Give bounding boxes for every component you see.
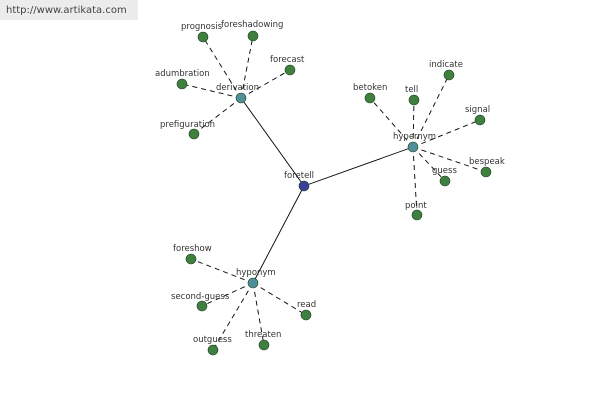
label-prognosis[interactable]: prognosis — [181, 22, 223, 32]
edge-hypernym-signal — [412, 119, 481, 148]
label-indicate[interactable]: indicate — [429, 60, 463, 70]
label-signal[interactable]: signal — [465, 105, 490, 115]
node-adumbration[interactable] — [176, 78, 188, 90]
edge-foretell-derivation — [240, 97, 305, 187]
edge-hypernym-indicate — [412, 74, 450, 148]
node-indicate[interactable] — [443, 69, 455, 81]
label-betoken[interactable]: betoken — [353, 83, 387, 93]
node-bespeak[interactable] — [480, 166, 492, 178]
node-hyponym[interactable] — [247, 277, 259, 289]
label-threaten[interactable]: threaten — [245, 330, 281, 340]
node-derivation[interactable] — [235, 92, 247, 104]
node-threaten[interactable] — [258, 339, 270, 351]
node-foreshadowing[interactable] — [247, 30, 259, 42]
nodes-layer — [176, 30, 492, 356]
edge-hypernym-guess — [412, 146, 446, 182]
edges-layer — [181, 35, 487, 351]
node-betoken[interactable] — [364, 92, 376, 104]
label-foretell[interactable]: foretell — [284, 171, 314, 181]
label-bespeak[interactable]: bespeak — [469, 157, 505, 167]
edge-derivation-adumbration — [181, 83, 242, 99]
edge-foretell-hyponym — [252, 185, 305, 284]
edge-derivation-prefiguration — [193, 97, 242, 135]
edge-hyponym-outguess — [212, 282, 254, 351]
node-outguess[interactable] — [207, 344, 219, 356]
node-prognosis[interactable] — [197, 31, 209, 43]
node-prefiguration[interactable] — [188, 128, 200, 140]
edge-hypernym-bespeak — [412, 146, 487, 173]
node-tell[interactable] — [408, 94, 420, 106]
label-foreshadowing[interactable]: foreshadowing — [221, 20, 283, 30]
node-read[interactable] — [300, 309, 312, 321]
edge-hyponym-second-guess — [201, 282, 254, 307]
url-banner: http://www.artikata.com — [0, 0, 138, 20]
label-hyponym[interactable]: hyponym — [236, 268, 276, 278]
label-read[interactable]: read — [297, 300, 316, 310]
url-text[interactable]: http://www.artikata.com — [6, 4, 127, 16]
edge-hyponym-read — [252, 282, 307, 316]
label-guess[interactable]: guess — [432, 166, 457, 176]
node-signal[interactable] — [474, 114, 486, 126]
label-outguess[interactable]: outguess — [193, 335, 232, 345]
node-forecast[interactable] — [284, 64, 296, 76]
label-adumbration[interactable]: adumbration — [155, 69, 210, 79]
edge-hyponym-foreshow — [190, 258, 254, 284]
label-tell[interactable]: tell — [405, 85, 418, 95]
label-derivation[interactable]: derivation — [216, 83, 259, 93]
label-hypernym[interactable]: hypernym — [393, 132, 436, 142]
label-forecast[interactable]: forecast — [270, 55, 305, 65]
edge-hypernym-tell — [412, 99, 415, 148]
node-second-guess[interactable] — [196, 300, 208, 312]
edge-derivation-prognosis — [202, 36, 242, 99]
label-point[interactable]: point — [405, 201, 427, 211]
node-guess[interactable] — [439, 175, 451, 187]
node-hypernym[interactable] — [407, 141, 419, 153]
label-second-guess[interactable]: second-guess — [171, 292, 230, 302]
edge-hypernym-point — [412, 146, 418, 216]
edge-derivation-foreshadowing — [240, 35, 254, 99]
node-point[interactable] — [411, 209, 423, 221]
label-prefiguration[interactable]: prefiguration — [160, 120, 215, 130]
edge-foretell-hypernym — [303, 146, 414, 187]
node-foreshow[interactable] — [185, 253, 197, 265]
edge-derivation-forecast — [240, 69, 291, 99]
node-foretell[interactable] — [298, 180, 310, 192]
labels-layer: foretell derivation hypernym hyponym prognos… — [155, 20, 505, 345]
label-foreshow[interactable]: foreshow — [173, 244, 212, 254]
edge-hypernym-betoken — [369, 97, 414, 148]
edge-hyponym-threaten — [252, 282, 265, 346]
